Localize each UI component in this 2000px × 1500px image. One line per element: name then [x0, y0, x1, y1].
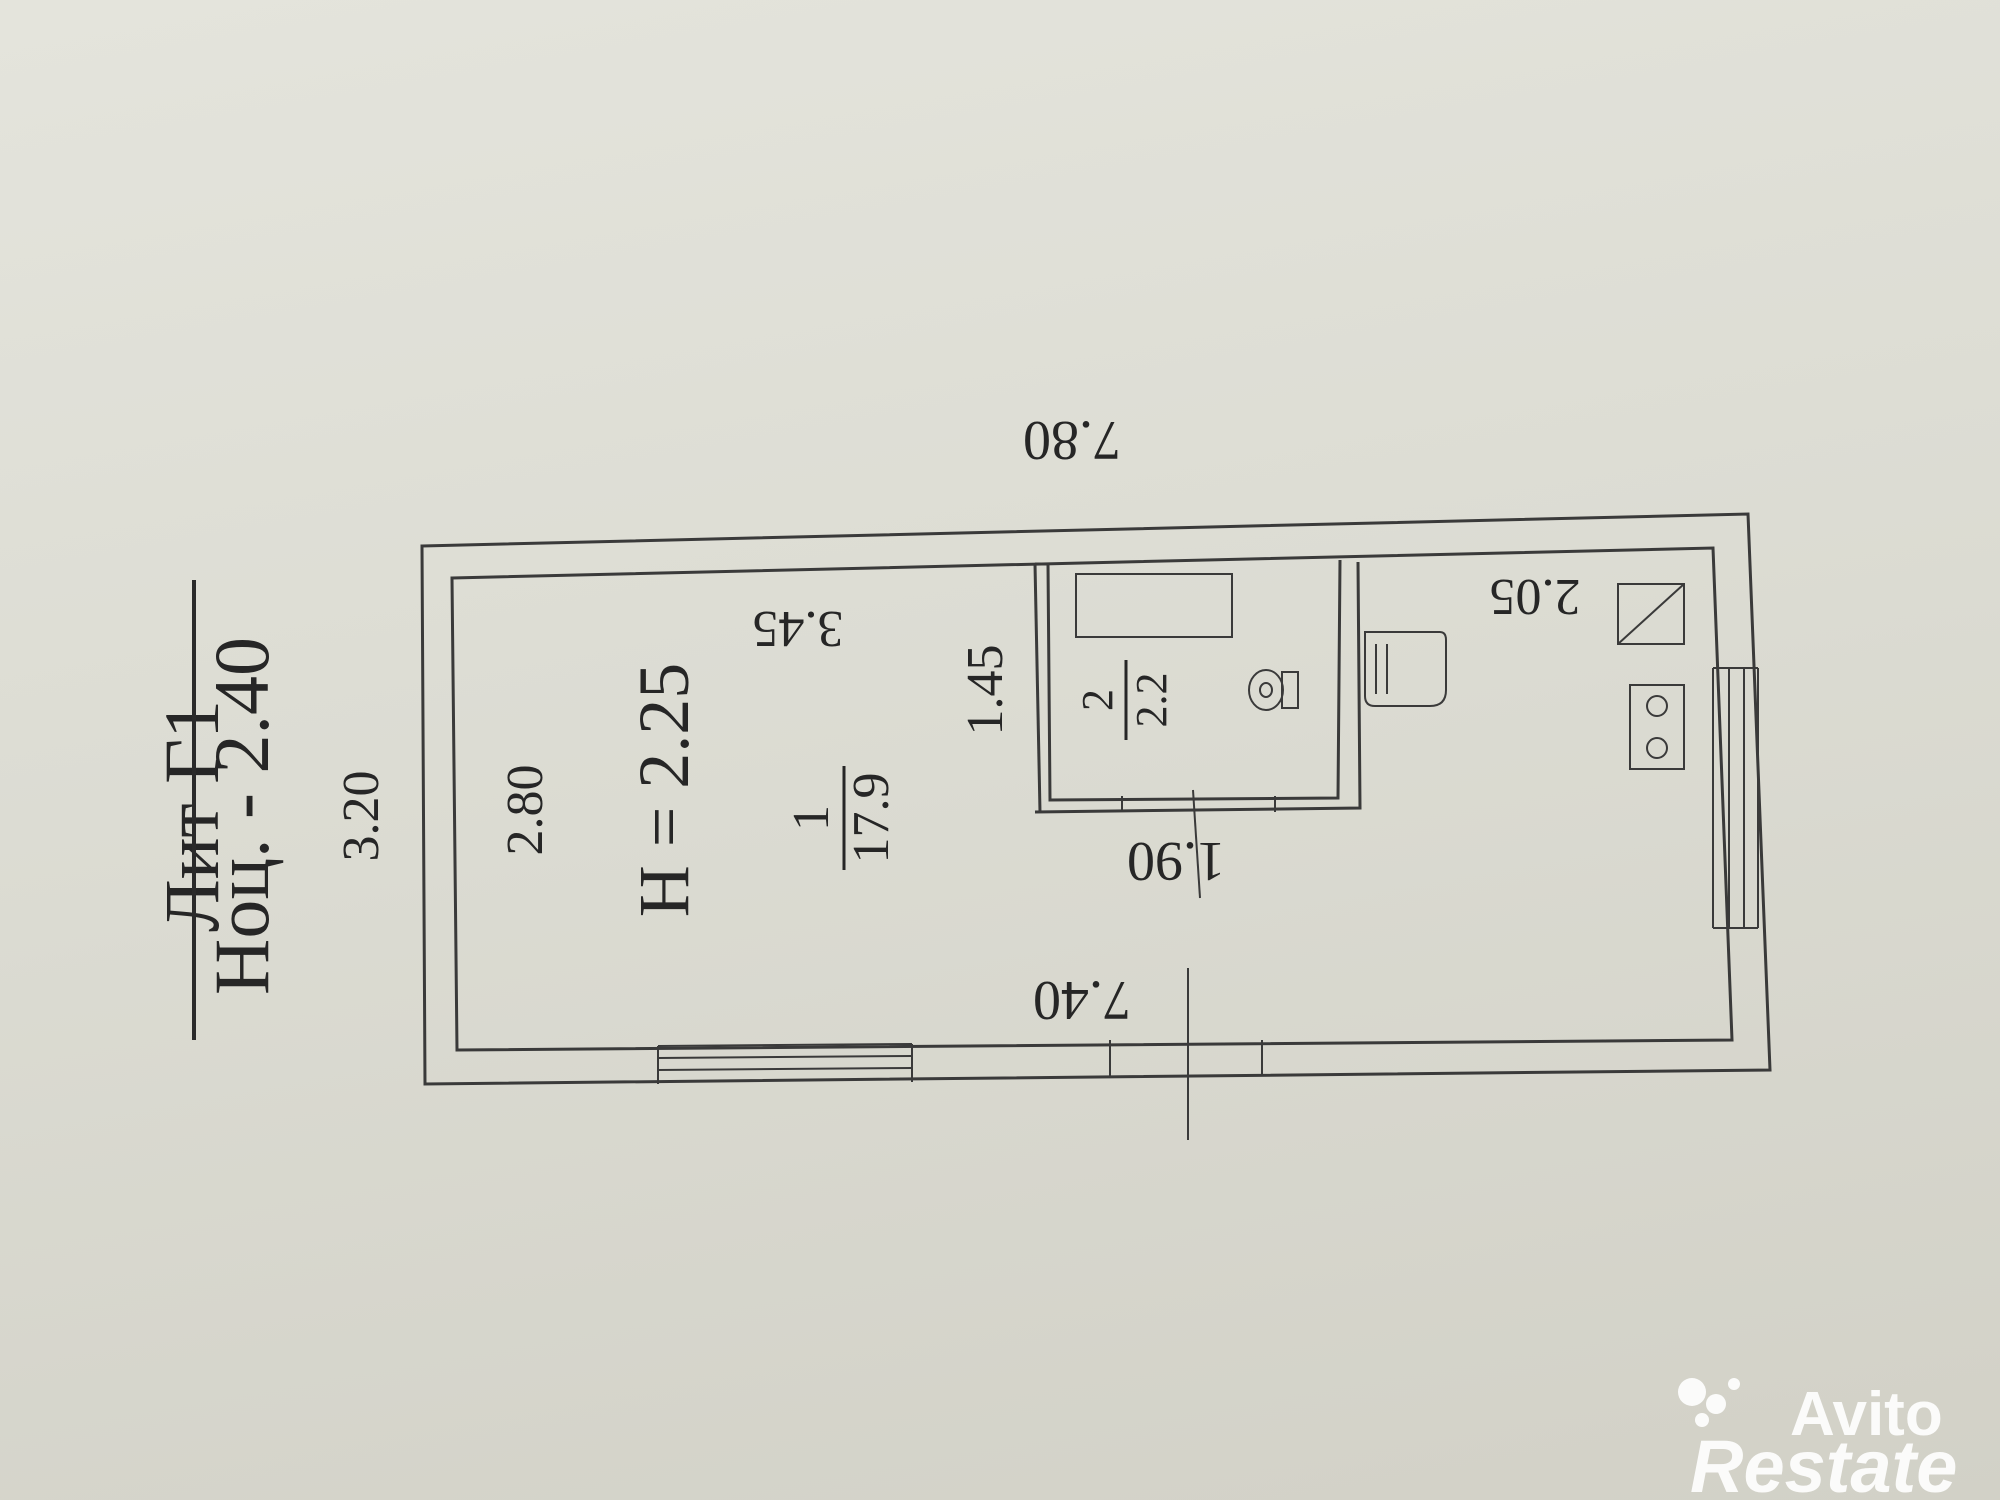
toilet-symbol: [1248, 669, 1299, 711]
watermark-avito: Avito: [1790, 1380, 1943, 1449]
partition-wall: [1033, 563, 1042, 813]
ceiling-height-label: H = 2.25: [624, 663, 704, 918]
dim-room-segment: 3.45: [753, 600, 844, 657]
dim-bath-width: 1.45: [957, 645, 1014, 736]
dim-inner-length: 7.40: [1033, 969, 1131, 1031]
bathtub: [1075, 573, 1233, 638]
room-1-label: 1 17.9: [783, 766, 900, 870]
room-2-area: 2.2: [1127, 673, 1176, 728]
dim-kitchen-segment: 2.05: [1490, 568, 1581, 625]
bathroom-wall-inner: [1046, 559, 1342, 802]
level-mark-label: Ноц. - 2.40: [198, 637, 285, 995]
sink-symbol: [1364, 631, 1447, 707]
building-letter-label: Лит Г1: [148, 700, 235, 932]
room-2-number: 2: [1073, 689, 1122, 711]
dim-room-width: 2.80: [497, 765, 554, 856]
window-right: [1712, 667, 1759, 929]
room-2-label: 2 2.2: [1073, 660, 1176, 740]
dim-bath-length: 1.90: [1127, 830, 1225, 892]
outer-wall: [420, 512, 1772, 1086]
window-bottom: [657, 1043, 913, 1084]
room-1-area: 17.9: [843, 773, 900, 864]
room-1-number: 1: [783, 805, 840, 831]
ventilation-shaft: [1617, 583, 1685, 645]
dim-outer-width: 3.20: [333, 771, 390, 862]
bathroom-wall-outer: [1034, 561, 1362, 814]
watermark-logo: Avito Restate: [1678, 1378, 1957, 1500]
watermark-restate: Restate: [1690, 1425, 1957, 1500]
inner-wall: [450, 546, 1734, 1052]
dim-outer-length: 7.80: [1023, 409, 1121, 471]
stove-symbol: [1629, 684, 1685, 770]
leader-line: [1192, 789, 1201, 899]
